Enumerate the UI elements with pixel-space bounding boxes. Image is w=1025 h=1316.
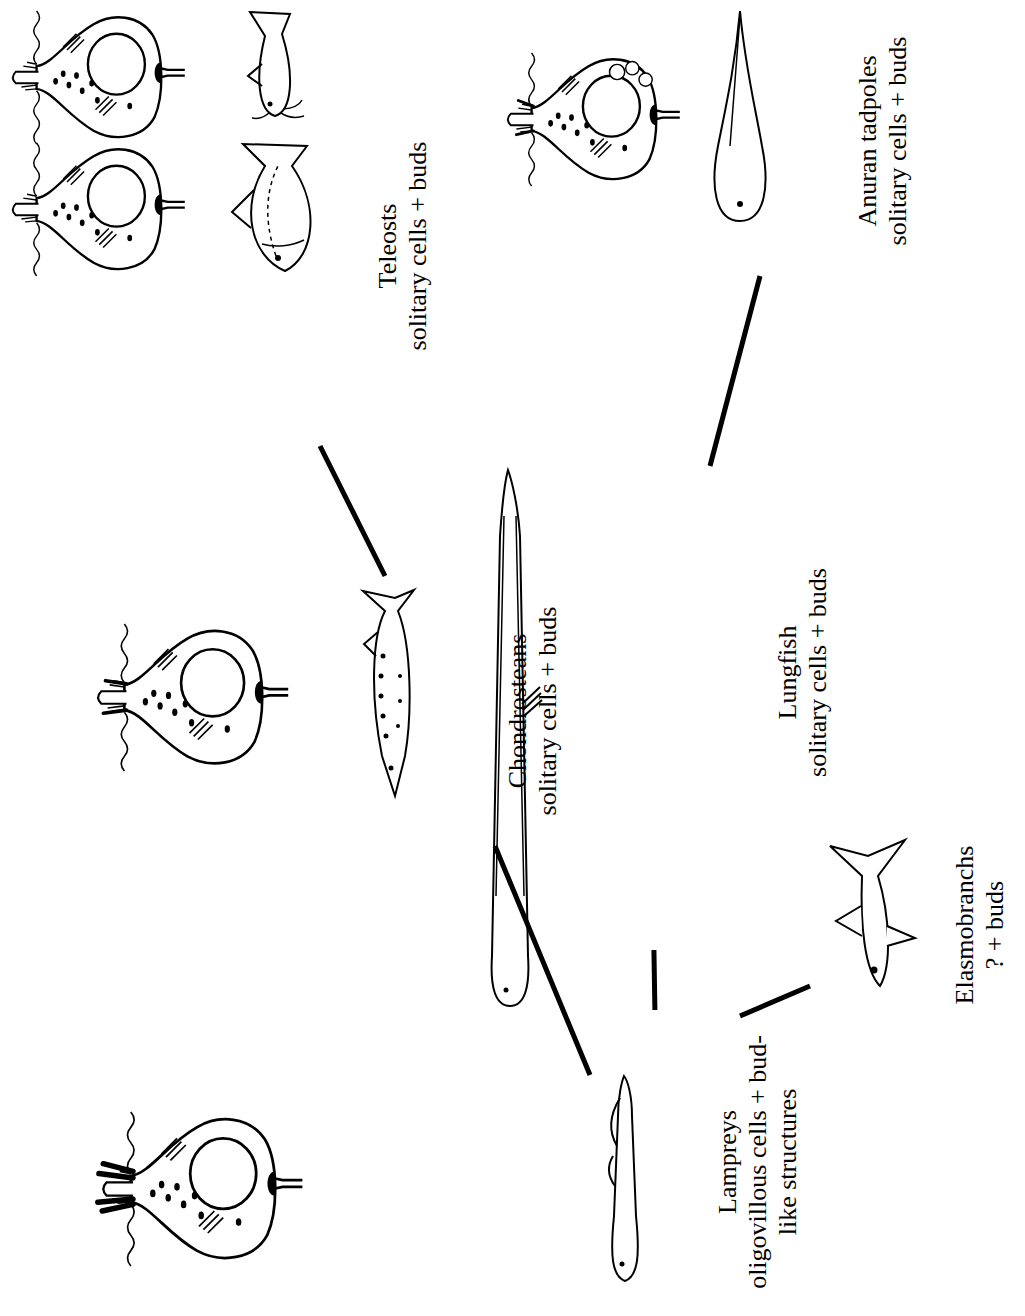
group-name: Lungfish [773,626,803,720]
phylogeny-line [320,446,385,576]
lamprey-cell [98,1112,303,1266]
group-name: Lampreys [713,1110,743,1214]
teleost-cell [13,143,185,276]
group-name: Teleosts [373,204,403,289]
group-label: Lungfishsolitary cells + buds [460,466,835,831]
phylogeny-line [710,276,760,466]
teleost-cell [13,11,185,144]
teleost-fish [232,144,310,271]
chondrostean-cell [98,624,288,771]
tadpole [714,11,765,221]
group-name: Chondrosteans [503,634,533,789]
phylogeny-line [495,846,590,1075]
group-label: Lampreysoligovillous cells + bud-like st… [590,1016,805,1308]
group-label: Anuran tadpolessolitary cells + buds [690,6,915,276]
teleost-fish [248,12,304,118]
cell-description: solitary cells + buds [883,37,913,246]
lamprey-fish [609,1076,638,1281]
group-name: Elasmobranchs [950,846,980,1005]
phylogeny-line [652,831,655,1016]
cell-description: solitary cells + buds [533,607,563,816]
cell-description: solitary cells + buds [403,142,433,351]
cell-description: ? + buds [980,881,1010,969]
cell-description: oligovillous cells + bud-like structures [743,1016,803,1308]
group-label: Elasmobranchs? + buds [810,836,1012,1014]
sturgeon-fish [363,590,414,796]
group-label: Teleostssolitary cells + buds [200,101,435,446]
elasmobranch-fish [830,840,915,986]
anuran-cell [508,53,680,186]
group-label: Chondrosteanssolitary cells + buds [340,576,565,846]
phylogeny-line [740,986,810,1016]
group-name: Anuran tadpoles [853,55,883,226]
cell-description: solitary cells + buds [803,568,833,777]
